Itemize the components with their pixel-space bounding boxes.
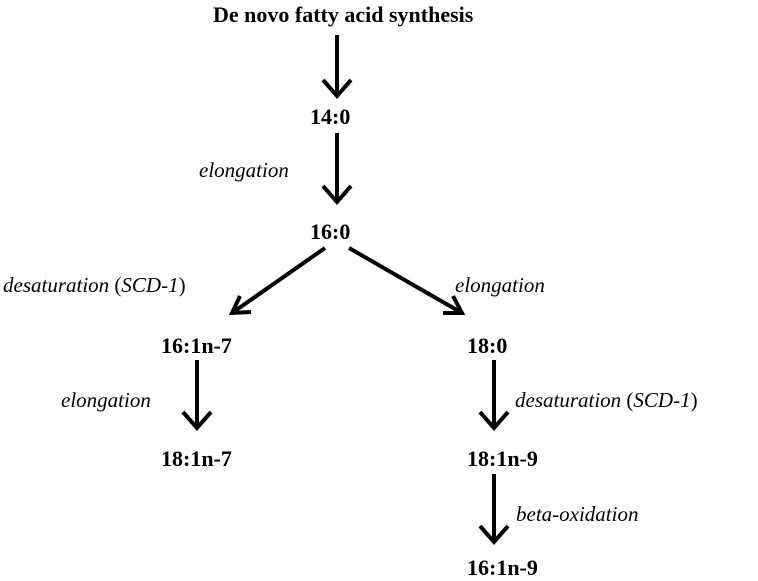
node-16-1n-7: 16:1n-7 (161, 333, 232, 358)
label-elongation-161-181: elongation (61, 388, 151, 412)
arrow-16-0-to-16-1n7 (230, 246, 327, 315)
node-18-0: 18:0 (467, 333, 508, 358)
node-18-1n-9: 18:1n-9 (467, 446, 538, 471)
label-elongation-16-18: elongation (455, 273, 545, 297)
label-open-paren: ( (109, 273, 122, 297)
label-close-paren: ) (178, 273, 186, 297)
node-16-1n-9: 16:1n-9 (467, 555, 538, 580)
arrowhead-denovo-to-14-0 (321, 78, 353, 100)
arrowhead-16-1n7-to-18-1n7 (181, 410, 213, 432)
node-14-0: 14:0 (310, 104, 351, 129)
arrowhead-16-0-to-16-1n7 (228, 295, 252, 316)
label-elongation-14-16: elongation (199, 158, 289, 182)
label-enzyme-scd1: SCD-1 (633, 388, 691, 412)
node-16-0: 16:0 (310, 219, 351, 244)
arrowhead-16-0-to-18-0 (443, 295, 466, 315)
label-desaturation-text: desaturation (3, 273, 110, 297)
node-18-1n-7: 18:1n-7 (161, 446, 232, 471)
label-beta-oxidation: beta-oxidation (516, 502, 639, 526)
node-de-novo-synthesis: De novo fatty acid synthesis (213, 2, 474, 27)
arrowhead-14-0-to-16-0 (321, 184, 353, 206)
label-desaturation-16-to-16-1n7: desaturation (SCD-1) (3, 273, 186, 297)
arrow-16-0-to-18-0 (348, 246, 463, 315)
label-enzyme-scd1: SCD-1 (121, 273, 179, 297)
arrowhead-18-1n9-to-16-1n9 (478, 524, 510, 546)
label-open-paren: ( (621, 388, 634, 412)
label-desaturation-18-to-18-1n9: desaturation (SCD-1) (515, 388, 698, 412)
label-desaturation-text: desaturation (515, 388, 622, 412)
arrowhead-18-0-to-18-1n9 (478, 410, 510, 432)
label-close-paren: ) (690, 388, 698, 412)
